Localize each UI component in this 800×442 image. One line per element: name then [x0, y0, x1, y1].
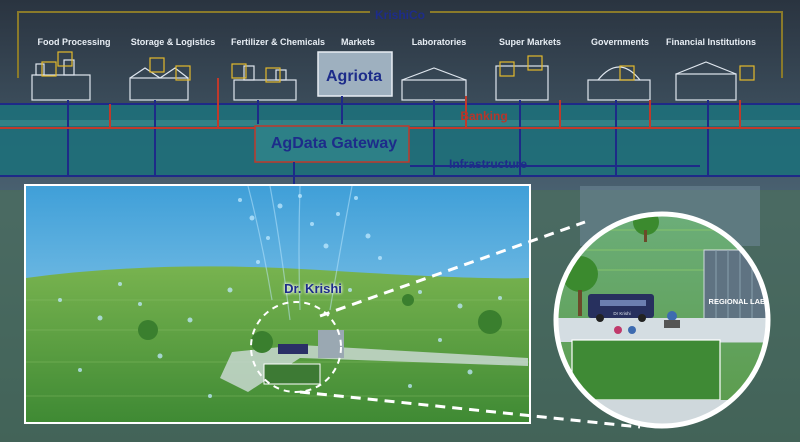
building-highlights	[41, 51, 755, 83]
agriota-label: Agriota	[326, 68, 382, 85]
building-icons	[31, 59, 737, 101]
krishico-bracket	[17, 11, 783, 78]
sector-laboratories: Laboratories	[411, 37, 467, 47]
government-building	[587, 66, 651, 101]
regional-lab-sign: REGIONAL LAB	[708, 297, 766, 306]
storage-building	[129, 67, 189, 101]
network-lines-blue	[0, 96, 800, 186]
agriota-box	[317, 51, 393, 97]
sector-markets: Markets	[340, 37, 376, 47]
food-processing-building	[31, 59, 91, 101]
sector-storage-logistics: Storage & Logistics	[130, 37, 216, 47]
agdata-gateway-label: AgData Gateway	[270, 135, 398, 152]
network-lines-red	[0, 78, 800, 129]
sector-financial-institutions: Financial Institutions	[665, 37, 757, 47]
agdata-gateway-box	[254, 125, 410, 163]
dr-krishi-label: Dr. Krishi	[284, 281, 342, 296]
diagram-title: KrishiCo	[374, 8, 426, 22]
infrastructure-label: Infrastructure	[448, 157, 528, 171]
sector-fertilizer-chemicals: Fertilizer & Chemicals	[230, 37, 326, 47]
financial-building	[675, 61, 737, 101]
fertilizer-building	[233, 65, 297, 101]
sector-governments: Governments	[590, 37, 650, 47]
supermarket-building	[495, 65, 549, 101]
sector-super-markets: Super Markets	[498, 37, 562, 47]
zoom-connector-lines	[299, 220, 641, 429]
banking-label: Banking	[460, 109, 508, 123]
sector-food-processing: Food Processing	[37, 37, 111, 47]
inset-scene	[553, 211, 771, 429]
network-band-stripe	[0, 120, 800, 126]
field-scene	[24, 184, 531, 424]
bus-sign: Dr Krishi	[613, 311, 631, 316]
